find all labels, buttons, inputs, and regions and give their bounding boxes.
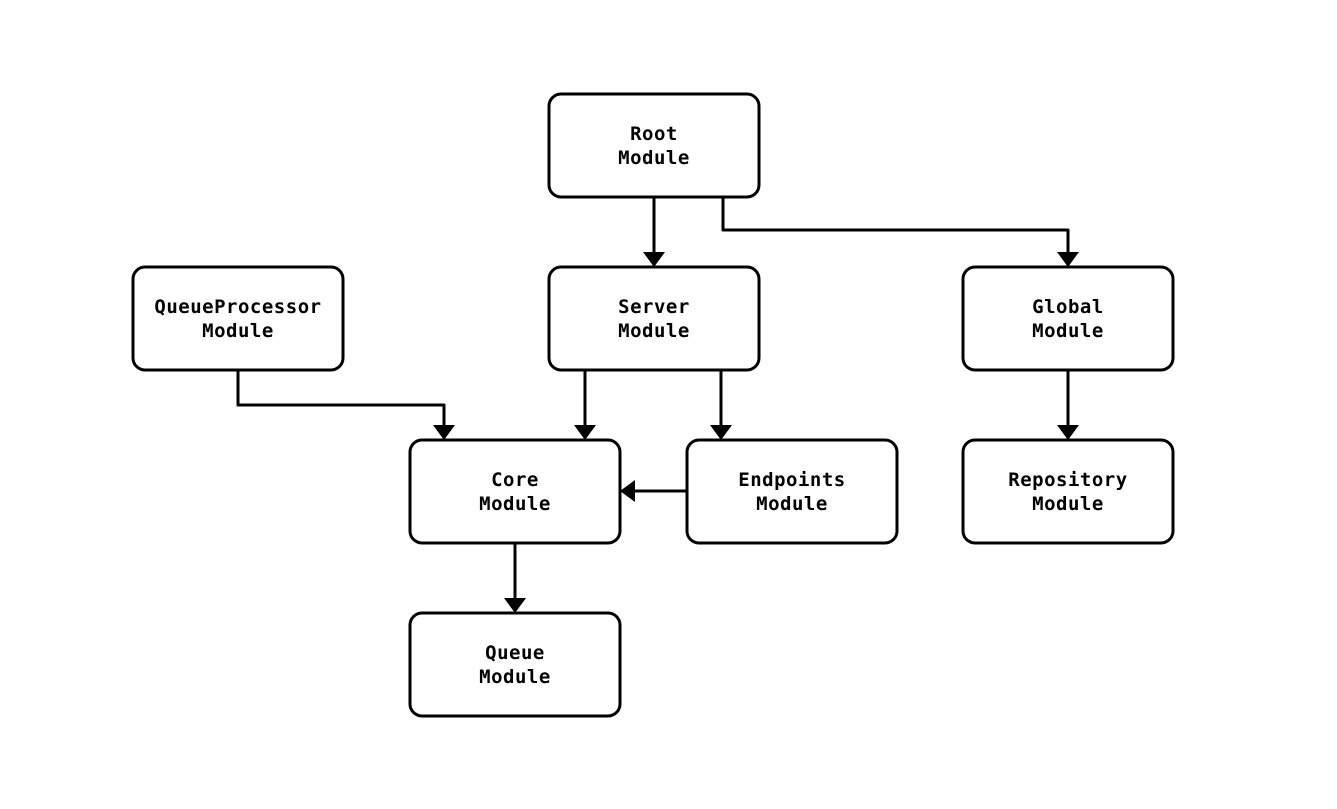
node-label-secondary: Module: [618, 147, 690, 169]
edge-arrowhead-icon: [620, 480, 635, 502]
node-label-primary: Server: [618, 296, 690, 318]
edge-arrowhead-icon: [1057, 425, 1079, 440]
node-label-secondary: Module: [1032, 320, 1104, 342]
node-box[interactable]: [547, 265, 761, 372]
edge-global-to-repository: [1057, 370, 1079, 440]
edge-endpoints-to-core: [620, 480, 687, 502]
node-label-primary: Global: [1032, 296, 1104, 318]
edge-arrowhead-icon: [643, 252, 665, 267]
node-box[interactable]: [408, 438, 622, 545]
node-box[interactable]: [961, 265, 1175, 372]
node-label-secondary: Module: [618, 320, 690, 342]
edge-root-to-global: [721, 197, 1079, 267]
edge-layer: [236, 197, 1079, 613]
edge-core-to-queue: [504, 543, 526, 613]
node-box[interactable]: [131, 265, 345, 372]
edge-server-to-core: [574, 370, 596, 440]
node-label-secondary: Module: [479, 666, 551, 688]
edge-root-to-server: [643, 197, 665, 267]
node-label-secondary: Module: [479, 493, 551, 515]
node-layer: RootModuleQueueProcessorModuleServerModu…: [131, 92, 1175, 718]
node-label-primary: Root: [630, 123, 678, 145]
node-label-secondary: Module: [1032, 493, 1104, 515]
edge-line: [721, 197, 1070, 259]
edge-arrowhead-icon: [1057, 252, 1079, 267]
node-label-primary: Core: [491, 469, 539, 491]
node-box[interactable]: [685, 438, 899, 545]
node-label-primary: QueueProcessor: [154, 296, 321, 318]
edge-arrowhead-icon: [433, 425, 455, 440]
node-box[interactable]: [547, 92, 761, 199]
edge-line: [236, 370, 446, 432]
edge-server-to-endpoints: [710, 370, 732, 440]
edge-arrowhead-icon: [710, 425, 732, 440]
node-box[interactable]: [961, 438, 1175, 545]
node-label-primary: Queue: [485, 642, 545, 664]
node-label-secondary: Module: [756, 493, 828, 515]
edge-arrowhead-icon: [504, 598, 526, 613]
node-box[interactable]: [408, 611, 622, 718]
node-label-primary: Endpoints: [738, 469, 845, 491]
node-label-secondary: Module: [202, 320, 274, 342]
edge-queueprocessor-to-core: [236, 370, 455, 440]
node-label-primary: Repository: [1008, 469, 1127, 491]
edge-arrowhead-icon: [574, 425, 596, 440]
